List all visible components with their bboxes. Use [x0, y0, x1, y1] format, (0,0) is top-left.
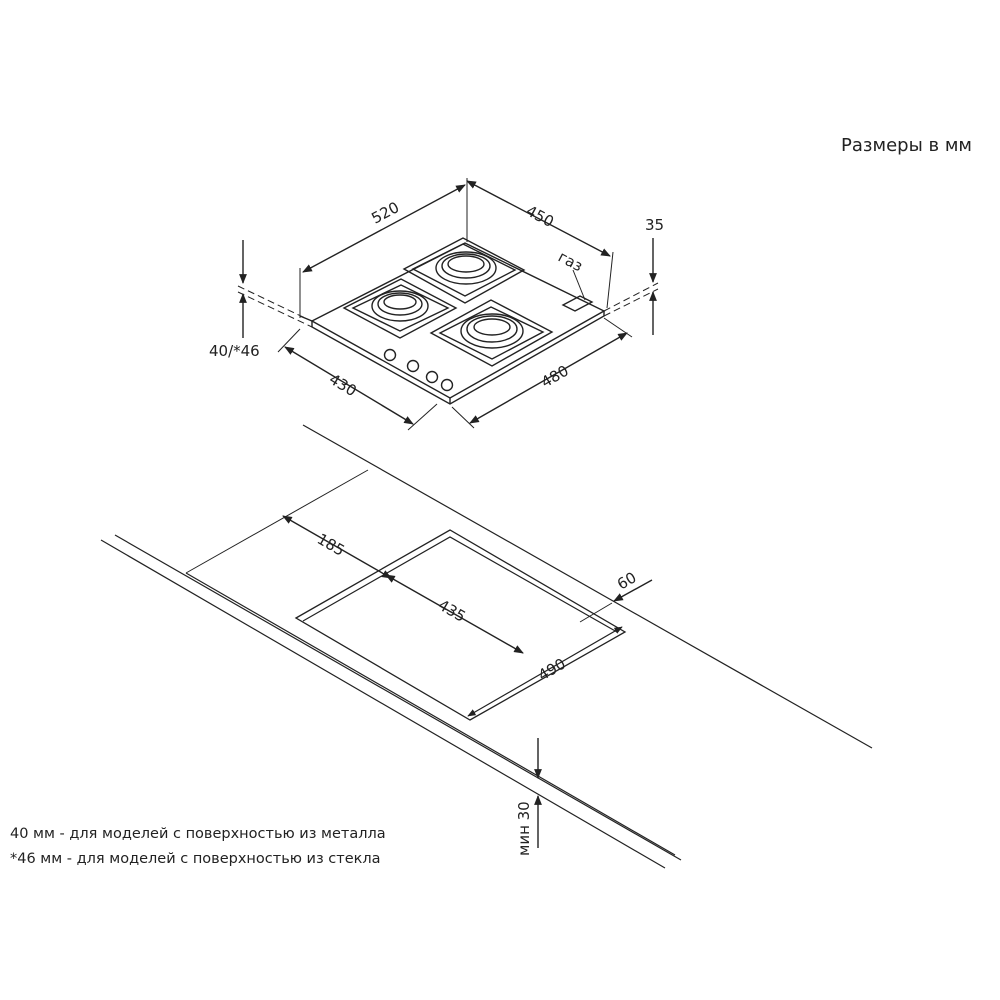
dim-height-left: 40/*46	[209, 342, 260, 360]
units-title: Размеры в мм	[841, 135, 972, 156]
cutout-opening	[294, 529, 627, 721]
countertop-drawing	[100, 424, 873, 869]
dim-height-right: 35	[645, 216, 664, 234]
hob-dim-labels: 520 450 35 40/*46 430 480 газ	[209, 198, 664, 400]
dim-offset-185: 185	[314, 530, 348, 560]
dim-front-depth: 480	[538, 362, 572, 392]
dim-width-back: 520	[368, 198, 402, 227]
control-knobs	[383, 348, 454, 392]
burner-left	[342, 278, 458, 339]
dim-min-thickness: мин 30	[515, 801, 533, 856]
hob-drawing	[237, 178, 659, 431]
dim-cutout-width: 435	[435, 596, 469, 626]
note-glass: *46 мм - для моделей с поверхностью из с…	[10, 851, 381, 867]
note-metal: 40 мм - для моделей с поверхностью из ме…	[10, 826, 386, 842]
gas-connector	[561, 295, 594, 312]
burner-back	[402, 237, 526, 304]
dim-depth-right: 450	[523, 202, 557, 231]
gas-label: газ	[555, 248, 586, 276]
